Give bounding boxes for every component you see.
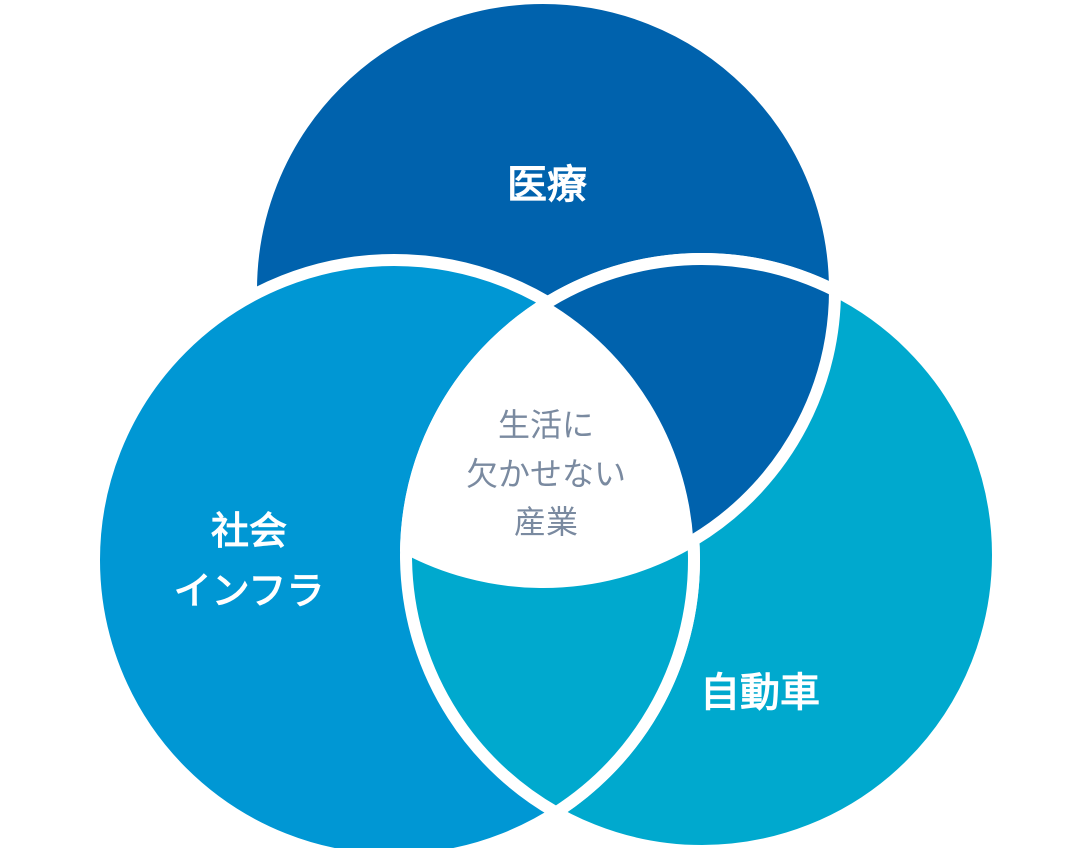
center-label-line2: 欠かせない <box>466 455 626 493</box>
label-social-infrastructure-line1: 社会 <box>211 509 287 553</box>
label-automotive: 自動車 <box>700 670 820 716</box>
label-medical: 医療 <box>507 162 588 208</box>
center-label-line1: 生活に <box>498 406 594 444</box>
center-label-line3: 産業 <box>514 503 578 541</box>
center-region <box>406 302 694 583</box>
label-social-infrastructure-line2: インフラ <box>174 569 325 613</box>
